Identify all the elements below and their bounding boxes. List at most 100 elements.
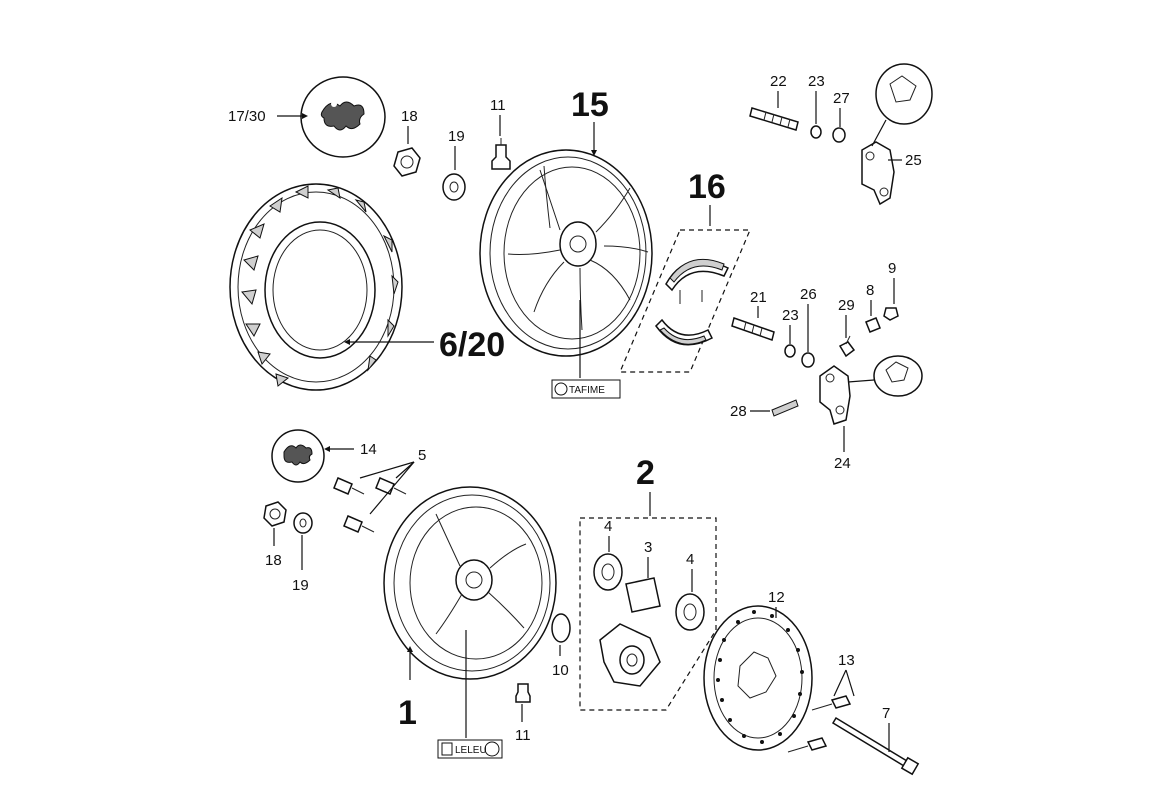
- hub-cap-front: [271, 429, 325, 483]
- label-27: 27: [833, 90, 850, 127]
- label-22: 22: [770, 73, 787, 108]
- svg-text:4: 4: [604, 518, 612, 535]
- brake-disc: [703, 605, 813, 751]
- brake-shoes-group: [619, 229, 751, 373]
- label-18-front: 18: [265, 528, 282, 569]
- label-24: 24: [834, 426, 851, 472]
- washer-top: [442, 173, 466, 201]
- hub-cap-top: [300, 76, 386, 158]
- svg-text:15: 15: [571, 86, 609, 124]
- label-25: 25: [888, 152, 922, 169]
- axle-7: [831, 716, 920, 776]
- label-14: 14: [324, 441, 377, 458]
- label-15: 15: [571, 86, 609, 156]
- svg-text:8: 8: [866, 282, 874, 299]
- nut-top: [393, 147, 421, 177]
- label-3: 3: [644, 539, 652, 578]
- svg-text:23: 23: [808, 73, 825, 90]
- nipple-9: [883, 307, 899, 321]
- nut-8: [865, 317, 881, 333]
- label-19-top: 19: [448, 128, 465, 170]
- label-10: 10: [552, 645, 569, 679]
- svg-text:9: 9: [888, 260, 896, 277]
- label-7: 7: [882, 705, 890, 752]
- spring-22: [749, 107, 799, 131]
- svg-text:18: 18: [401, 108, 418, 125]
- washer-10: [551, 613, 571, 643]
- label-4-right: 4: [686, 551, 694, 592]
- tafime-tag: TAFIME: [551, 300, 621, 399]
- bracket-24: [819, 355, 923, 425]
- washer-27: [832, 127, 846, 143]
- label-6-20: 6/20: [344, 326, 505, 364]
- svg-text:28: 28: [730, 403, 747, 420]
- bearing-group: [579, 517, 717, 711]
- label-21: 21: [750, 289, 767, 318]
- svg-text:19: 19: [448, 128, 465, 145]
- valve-front: [515, 683, 531, 703]
- label-12: 12: [768, 589, 785, 618]
- svg-text:23: 23: [782, 307, 799, 324]
- svg-text:29: 29: [838, 297, 855, 314]
- svg-text:19: 19: [292, 577, 309, 594]
- label-23-top: 23: [808, 73, 825, 124]
- washer-26: [801, 352, 815, 368]
- valve-top: [491, 138, 511, 170]
- front-wheel: [383, 486, 557, 680]
- label-29: 29: [838, 297, 855, 338]
- svg-text:3: 3: [644, 539, 652, 556]
- svg-text:11: 11: [490, 97, 506, 114]
- label-2: 2: [636, 454, 655, 516]
- svg-text:17/30: 17/30: [228, 108, 266, 125]
- svg-text:6/20: 6/20: [439, 326, 505, 364]
- screw-29: [838, 335, 856, 358]
- label-5: 5: [359, 447, 426, 515]
- label-4-left: 4: [604, 518, 612, 552]
- label-28: 28: [730, 403, 770, 420]
- svg-text:TAFIME: TAFIME: [569, 385, 605, 396]
- svg-text:16: 16: [688, 168, 726, 206]
- label-9: 9: [888, 260, 896, 304]
- svg-text:12: 12: [768, 589, 785, 606]
- label-19-front: 19: [292, 535, 309, 594]
- svg-text:27: 27: [833, 90, 850, 107]
- bolts-13: [787, 695, 852, 753]
- label-16: 16: [688, 168, 726, 226]
- label-11-front: 11: [515, 704, 531, 744]
- spring-21: [731, 317, 775, 341]
- svg-text:1: 1: [398, 694, 417, 732]
- label-8: 8: [866, 282, 874, 316]
- washer-23-top: [810, 125, 822, 139]
- svg-text:7: 7: [882, 705, 890, 722]
- label-23-mid: 23: [782, 307, 799, 344]
- spring-28: [771, 399, 799, 417]
- label-17-30: 17/30: [228, 108, 308, 125]
- svg-text:LELEU: LELEU: [455, 745, 487, 756]
- label-13: 13: [833, 652, 855, 697]
- rear-wheel: [479, 149, 653, 357]
- svg-text:5: 5: [418, 447, 426, 464]
- svg-text:14: 14: [360, 441, 377, 458]
- svg-text:2: 2: [636, 454, 655, 492]
- svg-text:26: 26: [800, 286, 817, 303]
- bracket-25: [861, 63, 933, 206]
- tire: [229, 183, 403, 391]
- svg-text:10: 10: [552, 662, 569, 679]
- washer-front: [293, 512, 313, 534]
- svg-text:24: 24: [834, 455, 851, 472]
- svg-text:22: 22: [770, 73, 787, 90]
- svg-text:18: 18: [265, 552, 282, 569]
- svg-text:4: 4: [686, 551, 694, 568]
- studs-5: [333, 477, 407, 533]
- leleu-tag: LELEU: [437, 630, 503, 759]
- label-26: 26: [800, 286, 817, 352]
- label-11-top: 11: [490, 97, 506, 136]
- svg-text:25: 25: [905, 152, 922, 169]
- nut-front: [263, 501, 287, 527]
- svg-text:11: 11: [515, 727, 531, 744]
- svg-text:13: 13: [838, 652, 855, 669]
- washer-23-mid: [784, 344, 796, 358]
- label-18-top: 18: [401, 108, 418, 144]
- svg-text:21: 21: [750, 289, 767, 306]
